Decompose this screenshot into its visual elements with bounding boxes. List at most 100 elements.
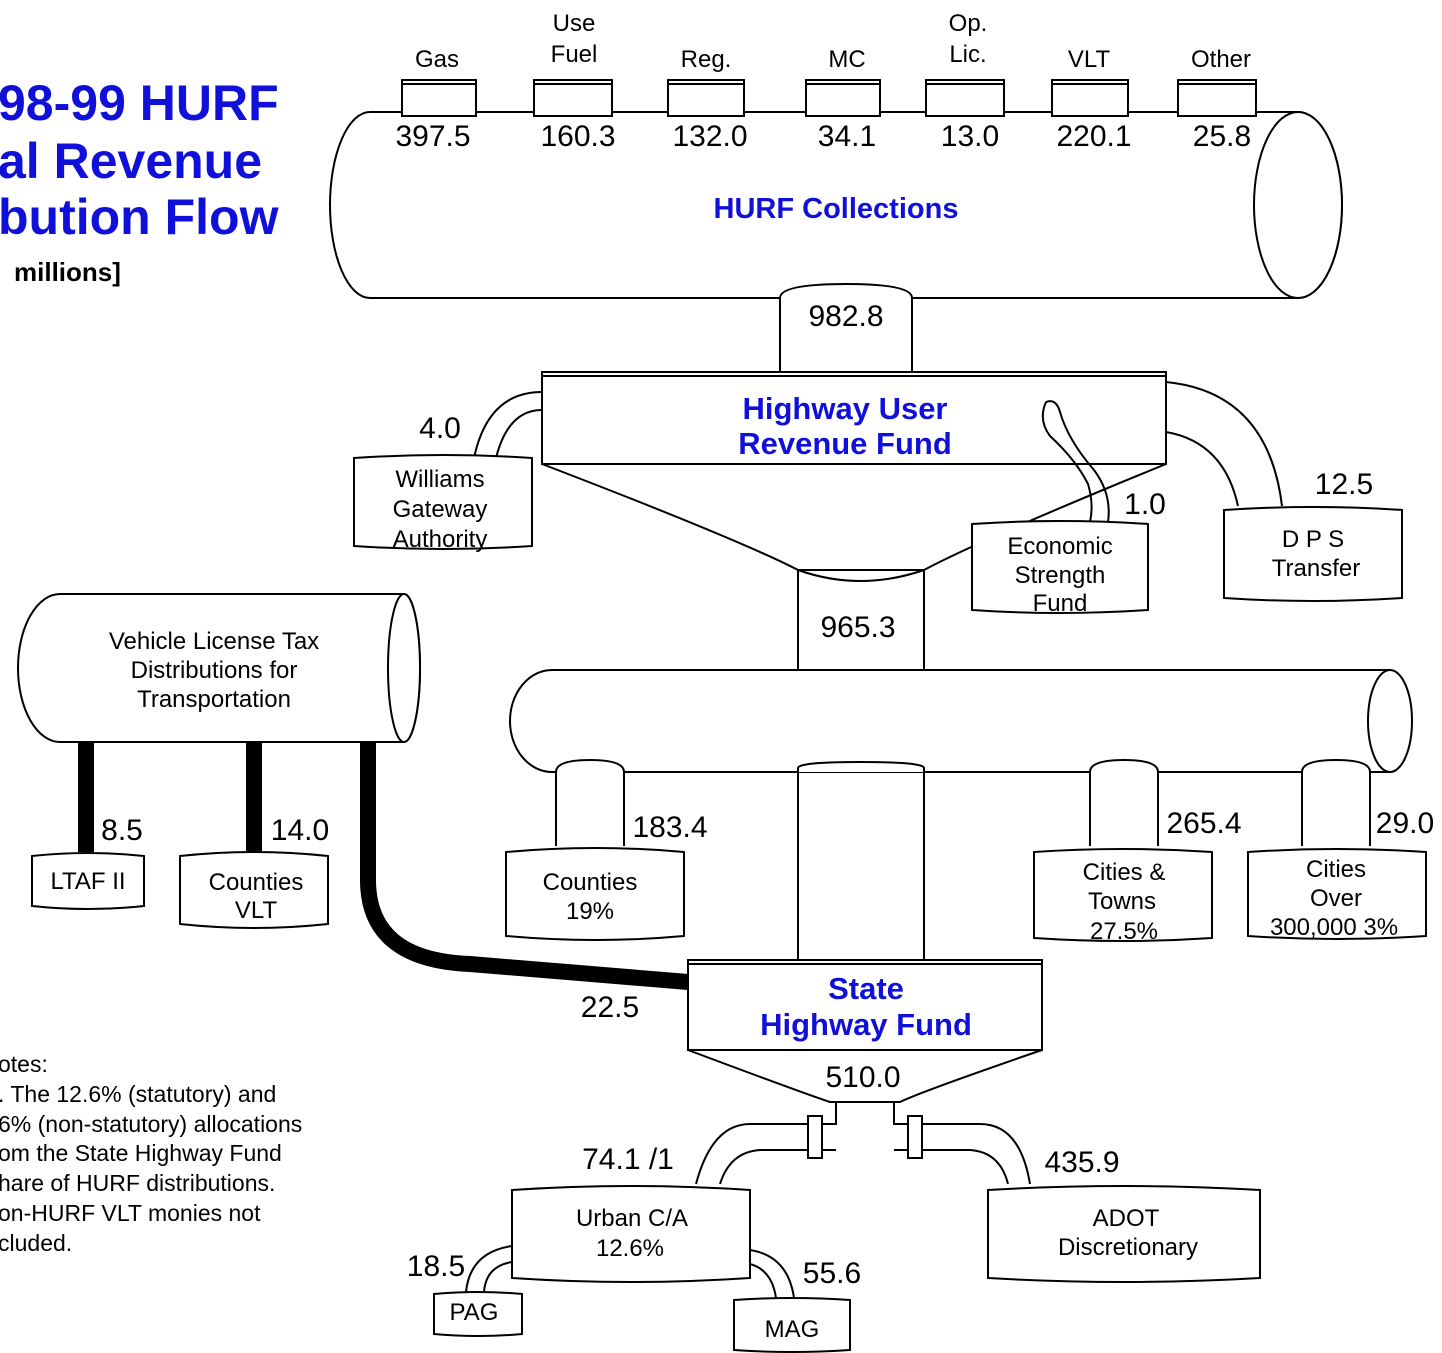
shf-split-pipes: 74.1 /1 435.9 [582, 1102, 1120, 1185]
dps-line-2: Transfer [1272, 555, 1360, 582]
counties-container: Counties 19% [505, 847, 685, 941]
source-op-lic-name-2: Lic. [949, 41, 986, 68]
williams-line-3: Authority [393, 526, 488, 553]
source-op-lic: Op. Lic. 13.0 [925, 10, 1005, 153]
shf-total: 510.0 [825, 1061, 900, 1094]
source-mc-value: 34.1 [818, 120, 876, 153]
counties-vlt-amount: 14.0 [271, 814, 329, 847]
hurf-fund-line-2: Revenue Fund [738, 426, 952, 461]
revenue-sources: Gas 397.5 Use Fuel 160.3 Reg. 132.0 MC 3… [395, 10, 1257, 153]
williams-gateway-container: Williams Gateway Authority [353, 454, 533, 553]
source-op-lic-name-1: Op. [949, 10, 988, 37]
counties-vlt-line-2: VLT [235, 897, 278, 924]
urban-amount: 74.1 /1 [582, 1143, 674, 1176]
economic-amount: 1.0 [1124, 488, 1166, 521]
note-line-4: om the State Highway Fund [0, 1140, 282, 1166]
title-line-3: bution Flow [0, 189, 279, 245]
diagram-title: 98-99 HURF al Revenue bution Flow millio… [0, 75, 279, 287]
economic-line-3: Fund [1033, 590, 1088, 617]
adot-line-2: Discretionary [1058, 1234, 1198, 1261]
cities-over-line-1: Cities [1306, 856, 1366, 883]
hurf-collections-label: HURF Collections [714, 193, 959, 225]
collections-outflow-pipe: 982.8 [779, 282, 913, 372]
source-reg: Reg. 132.0 [667, 46, 748, 153]
pag-label: PAG [450, 1299, 499, 1326]
source-gas-value: 397.5 [395, 120, 470, 153]
dps-container: D P S Transfer [1223, 506, 1403, 602]
dps-line-1: D P S [1282, 526, 1344, 553]
urban-ca-container: Urban C/A 12.6% [511, 1185, 751, 1283]
counties-line-1: Counties [543, 869, 638, 896]
economic-line-1: Economic [1007, 533, 1112, 560]
note-line-6: on-HURF VLT monies not [0, 1200, 261, 1226]
state-vlt-amount: 22.5 [581, 991, 639, 1024]
note-line-2: . The 12.6% (statutory) and [0, 1081, 276, 1107]
highway-user-revenue-fund: Highway User Revenue Fund [541, 371, 1167, 571]
hurf-net-value: 965.3 [820, 611, 895, 644]
source-vlt-name: VLT [1068, 46, 1111, 73]
note-line-3: 6% (non-statutory) allocations [0, 1111, 302, 1137]
note-line-5: hare of HURF distributions. [0, 1170, 275, 1196]
vlt-line-3: Transportation [137, 686, 291, 713]
source-op-lic-value: 13.0 [941, 120, 999, 153]
pag-container: PAG [433, 1291, 523, 1337]
vlt-pipes: 8.5 14.0 22.5 [78, 742, 689, 1024]
williams-amount: 4.0 [419, 412, 461, 445]
hurf-fund-line-1: Highway User [742, 391, 947, 426]
cities-amount: 265.4 [1166, 807, 1241, 840]
note-line-7: cluded. [0, 1230, 72, 1256]
cities-line-2: Towns [1088, 888, 1156, 915]
williams-line-2: Gateway [393, 496, 488, 523]
mag-container: MAG [733, 1297, 851, 1353]
mag-amount: 55.6 [803, 1257, 861, 1290]
title-units: millions] [14, 257, 121, 287]
source-other-value: 25.8 [1193, 120, 1251, 153]
state-share-trunk [797, 772, 925, 960]
adot-line-1: ADOT [1093, 1205, 1160, 1232]
adot-container: ADOT Discretionary [987, 1185, 1261, 1283]
cities-towns-container: Cities & Towns 27.5% [1033, 848, 1213, 945]
footnotes: otes: . The 12.6% (statutory) and 6% (no… [0, 1051, 302, 1256]
counties-vlt-line-1: Counties [209, 869, 304, 896]
shf-line-2: Highway Fund [760, 1007, 972, 1042]
hurf-net-pipe: 965.3 [797, 568, 925, 689]
economic-line-2: Strength [1015, 562, 1106, 589]
source-use-fuel-name-1: Use [553, 10, 596, 37]
economic-strength-container: Economic Strength Fund [971, 520, 1149, 617]
source-other: Other 25.8 [1177, 46, 1257, 153]
ltaf-container: LTAF II [31, 852, 145, 910]
source-use-fuel-name-2: Fuel [551, 41, 598, 68]
source-other-name: Other [1191, 46, 1251, 73]
source-vlt-value: 220.1 [1056, 120, 1131, 153]
source-use-fuel-value: 160.3 [540, 120, 615, 153]
vlt-line-2: Distributions for [131, 657, 298, 684]
title-line-1: 98-99 HURF [0, 75, 279, 131]
cities-over-amount: 29.0 [1376, 807, 1434, 840]
cities-line-3: 27.5% [1090, 918, 1158, 945]
source-vlt: VLT 220.1 [1051, 46, 1132, 153]
counties-branch: 183.4 Counties 19% [505, 758, 708, 941]
state-highway-fund: State Highway Fund 510.0 [687, 959, 1043, 1103]
shf-line-1: State [828, 971, 904, 1006]
source-mc: MC 34.1 [805, 46, 881, 153]
collections-total: 982.8 [808, 300, 883, 333]
ltaf-amount: 8.5 [101, 814, 143, 847]
cities-line-1: Cities & [1083, 859, 1166, 886]
source-reg-value: 132.0 [672, 120, 747, 153]
source-mc-name: MC [828, 46, 865, 73]
dps-amount: 12.5 [1315, 468, 1373, 501]
counties-line-2: 19% [566, 898, 614, 925]
title-line-2: al Revenue [0, 133, 262, 189]
cities-towns-branch: 265.4 Cities & Towns 27.5% [1033, 758, 1242, 945]
williams-line-1: Williams [395, 466, 484, 493]
cities-over-line-2: Over [1310, 885, 1362, 912]
pag-branch: 18.5 PAG [407, 1245, 523, 1337]
williams-gateway-branch: 4.0 Williams Gateway Authority [353, 391, 543, 553]
economic-strength-branch: 1.0 Economic Strength Fund [971, 400, 1166, 617]
distribution-manifold [509, 669, 1413, 773]
urban-line-1: Urban C/A [576, 1205, 688, 1232]
dps-branch: 12.5 D P S Transfer [1165, 381, 1403, 602]
source-gas: Gas 397.5 [395, 46, 477, 153]
pag-amount: 18.5 [407, 1250, 465, 1283]
